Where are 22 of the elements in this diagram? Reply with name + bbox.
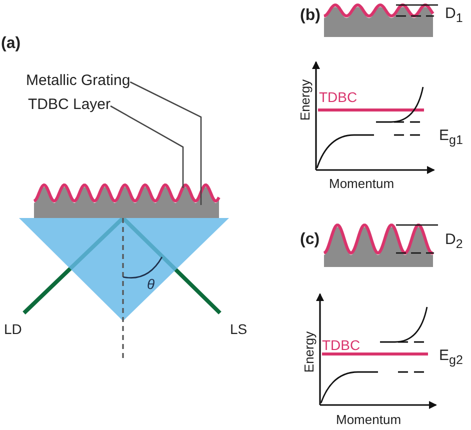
axis-label: Energy — [298, 79, 312, 121]
text-label: TDBC — [319, 90, 358, 104]
text-label: E$_{g2}$ — [439, 348, 463, 366]
text-label: TDBC — [322, 338, 360, 352]
text-label: LS — [230, 322, 248, 336]
angle-label: θ — [147, 277, 155, 291]
text-label: E$_{g1}$ — [439, 128, 463, 146]
tdbc-layer — [32, 183, 220, 203]
panel-label: (c) — [300, 232, 320, 248]
part-label: Metallic Grating — [26, 73, 130, 88]
text-label: LD — [4, 322, 22, 336]
panel-label: (a) — [1, 36, 21, 52]
panel-label: (b) — [300, 8, 320, 24]
axis-label: Energy — [302, 331, 316, 373]
text-label: D$_{2}$ — [445, 232, 463, 250]
metallic-grating — [34, 187, 219, 218]
part-label: TDBC Layer — [28, 97, 111, 112]
axis-label: Momentum — [329, 177, 394, 190]
axis-label: Momentum — [336, 413, 402, 426]
leader-line — [130, 81, 202, 205]
text-label: D$_{1}$ — [445, 6, 463, 24]
leader-line — [110, 105, 184, 188]
